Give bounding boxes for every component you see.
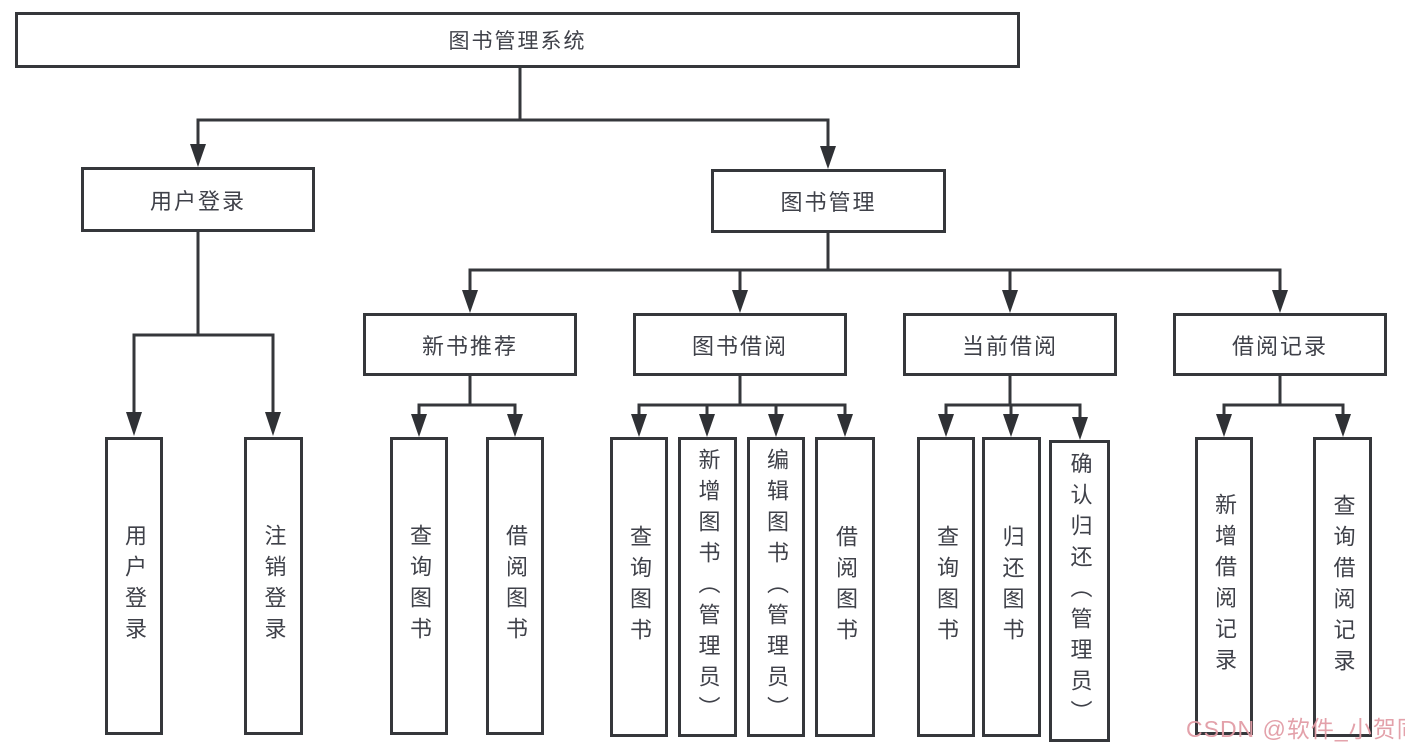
leaf-query-books-recommend: 查询图书 [390,437,448,735]
leaf-borrow-books-recommend: 借阅图书 [486,437,544,735]
leaf-query-books-borrow: 查询图书 [610,437,668,737]
node-current-borrow: 当前借阅 [903,313,1117,376]
node-borrow-records: 借阅记录 [1173,313,1387,376]
node-user-login: 用户登录 [81,167,315,232]
node-book-management: 图书管理 [711,169,946,233]
leaf-add-borrow-record: 新增借阅记录 [1195,437,1253,735]
root-node-library-system: 图书管理系统 [15,12,1020,68]
leaf-borrow-books: 借阅图书 [815,437,875,737]
node-new-book-recommend: 新书推荐 [363,313,577,376]
csdn-watermark: CSDN @软件_小贺同学 [1186,716,1405,742]
leaf-logout: 注销登录 [244,437,303,735]
leaf-return-books: 归还图书 [982,437,1041,737]
leaf-user-login: 用户登录 [105,437,163,735]
leaf-add-books-admin: 新增图书（管理员） [678,437,737,737]
leaf-confirm-return-admin: 确认归还（管理员） [1049,440,1110,742]
leaf-query-borrow-record: 查询借阅记录 [1313,437,1372,737]
leaf-query-books-current: 查询图书 [917,437,975,737]
leaf-edit-books-admin: 编辑图书（管理员） [747,437,805,737]
node-book-borrow: 图书借阅 [633,313,847,376]
